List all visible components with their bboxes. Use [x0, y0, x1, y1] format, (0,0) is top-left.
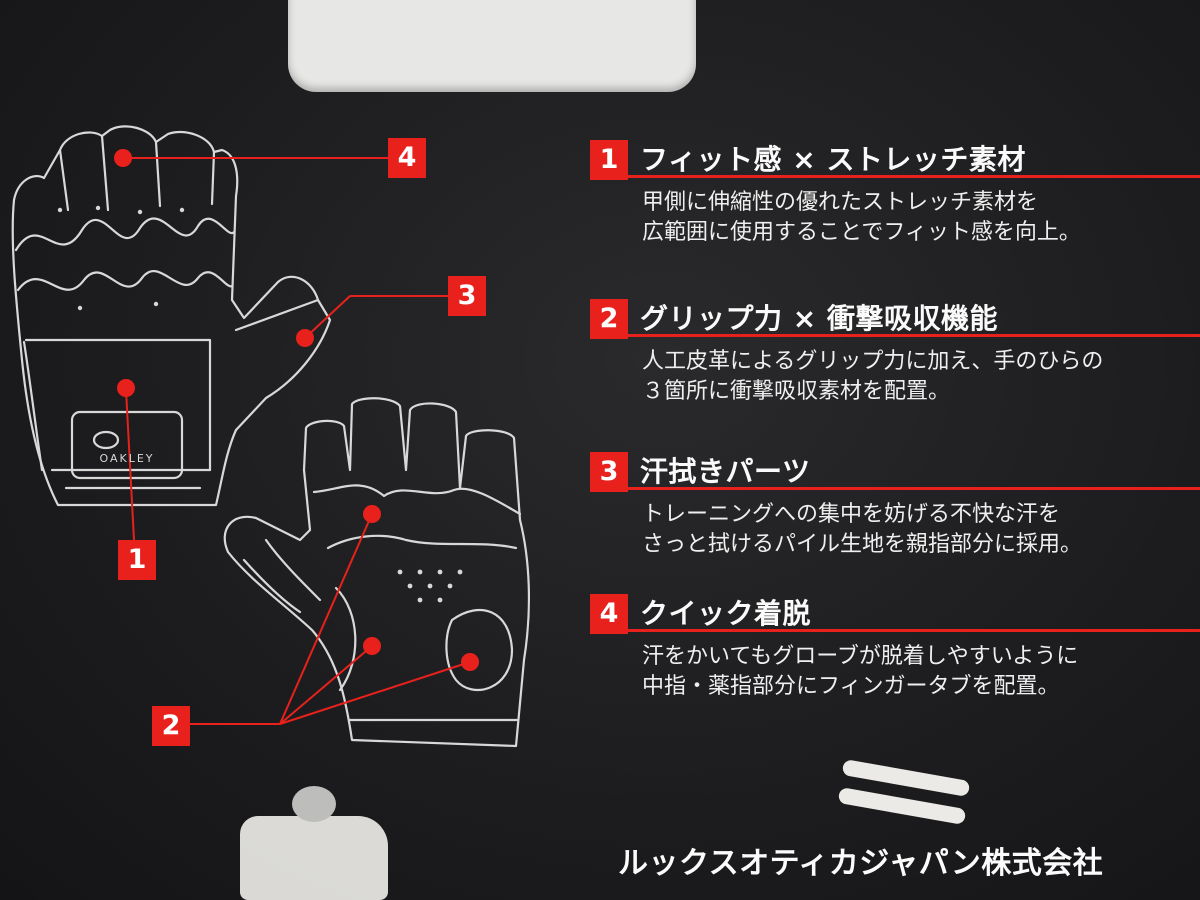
feature-rule [628, 487, 1200, 490]
feature-rule [628, 334, 1200, 337]
palm-ventilation-dots [57, 205, 463, 603]
callout-3: 3 [448, 276, 486, 316]
callout-1: 1 [118, 540, 156, 580]
feature-line: 人工皮革によるグリップ力に加え、手のひらの [642, 349, 1104, 374]
feature-description: トレーニングへの集中を妨げる不快な汗を さっと拭けるパイル生地を親指部分に採用。 [642, 500, 1200, 560]
feature-description: 人工皮革によるグリップ力に加え、手のひらの ３箇所に衝撃吸収素材を配置。 [642, 347, 1200, 407]
feature-number: 2 [590, 299, 628, 339]
feature-line: トレーニングへの集中を妨げる不快な汗を [642, 502, 1061, 527]
callout-2: 2 [152, 706, 190, 746]
callout-target-dots [114, 149, 479, 671]
feature-line: 中指・薬指部分にフィンガータブを配置。 [642, 674, 1060, 699]
feature-heading: 1 フィット感 × ストレッチ素材 [590, 140, 1200, 180]
package-peg-hole-left [240, 816, 388, 900]
feature-number: 1 [590, 140, 628, 180]
package-peg-top [292, 786, 336, 822]
feature-title: グリップ力 × 衝撃吸収機能 [640, 302, 998, 335]
glove-logo-text: OAKLEY [99, 452, 154, 465]
feature-description: 汗をかいてもグローブが脱着しやすいように 中指・薬指部分にフィンガータブを配置。 [642, 642, 1200, 702]
callout-4: 4 [388, 138, 426, 178]
feature-section-1: 1 フィット感 × ストレッチ素材 甲側に伸縮性の優れたストレッチ素材を 広範囲… [590, 140, 1200, 248]
feature-section-4: 4 クイック着脱 汗をかいてもグローブが脱着しやすいように 中指・薬指部分にフィ… [590, 594, 1200, 702]
feature-heading: 2 グリップ力 × 衝撃吸収機能 [590, 299, 1200, 339]
glove-back-view [11, 125, 332, 507]
feature-title: クイック着脱 [640, 597, 812, 630]
feature-section-3: 3 汗拭きパーツ トレーニングへの集中を妨げる不快な汗を さっと拭けるパイル生地… [590, 452, 1200, 560]
feature-line: 甲側に伸縮性の優れたストレッチ素材を [642, 190, 1039, 215]
callout-leader-lines [123, 157, 471, 725]
feature-line: 広範囲に使用することでフィット感を向上。 [642, 220, 1081, 245]
feature-title: フィット感 × ストレッチ素材 [640, 143, 1026, 176]
feature-heading: 4 クイック着脱 [590, 594, 1200, 634]
feature-rule [628, 175, 1200, 178]
feature-title: 汗拭きパーツ [640, 455, 811, 488]
feature-line: ３箇所に衝撃吸収素材を配置。 [642, 379, 951, 404]
feature-number: 4 [590, 594, 628, 634]
feature-section-2: 2 グリップ力 × 衝撃吸収機能 人工皮革によるグリップ力に加え、手のひらの ３… [590, 299, 1200, 407]
feature-line: 汗をかいてもグローブが脱着しやすいように [642, 644, 1079, 669]
hang-slot-cutout [288, 0, 696, 92]
feature-description: 甲側に伸縮性の優れたストレッチ素材を 広範囲に使用することでフィット感を向上。 [642, 188, 1200, 248]
glove-palm-view [223, 397, 531, 748]
feature-rule [628, 629, 1200, 632]
feature-heading: 3 汗拭きパーツ [590, 452, 1200, 492]
feature-number: 3 [590, 452, 628, 492]
company-name: ルックスオティカジャパン株式会社 [618, 846, 1104, 881]
feature-line: さっと拭けるパイル生地を親指部分に採用。 [642, 532, 1083, 557]
